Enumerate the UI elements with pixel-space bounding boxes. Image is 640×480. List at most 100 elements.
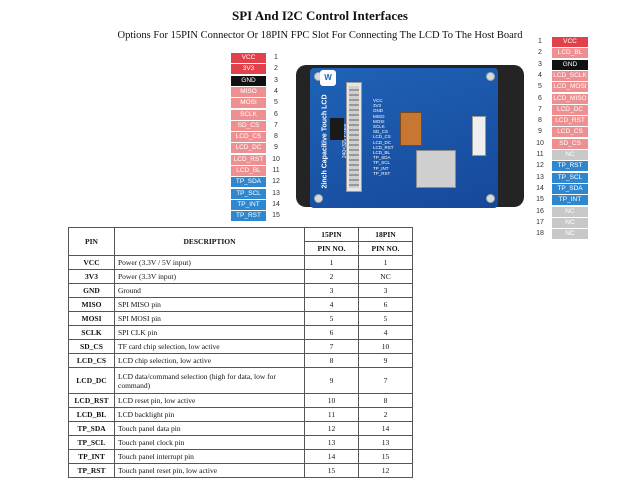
pin18-label: TP_INT <box>552 195 588 206</box>
15pin-number-cell: 4 <box>304 297 359 312</box>
pin15-label: TP_INT <box>231 199 266 210</box>
pin15-number: 15 <box>272 212 280 220</box>
pin-cell: LCD_BL <box>68 407 115 422</box>
pin18-label: TP_SCL <box>552 172 588 183</box>
pin18-label: LCD_MOSI <box>552 82 588 93</box>
silkscreen-label: TP_SDA <box>373 155 391 161</box>
silkscreen-label: MOSI <box>373 118 385 124</box>
silkscreen-label: LCD_RST <box>373 144 394 150</box>
description-cell: Power (3.3V input) <box>114 269 305 284</box>
silkscreen-label: GND <box>373 108 383 114</box>
pin-cell: TP_SDA <box>68 421 115 436</box>
pin18-label: TP_RST <box>552 161 588 172</box>
silkscreen-label: TP_SCL <box>373 160 391 166</box>
waveshare-logo-icon: W <box>320 70 336 86</box>
15pin-number-cell: 13 <box>304 435 359 450</box>
pin15-label: TP_SCL <box>231 188 266 199</box>
18pin-number-cell: 15 <box>358 449 413 464</box>
mount-hole <box>314 194 323 203</box>
pin15-label: GND <box>231 75 266 86</box>
pin15-label: MOSI <box>231 98 266 109</box>
pin18-label: SD_CS <box>552 138 588 149</box>
pin-cell: VCC <box>68 255 115 270</box>
pin15-label: 3V3 <box>231 64 266 75</box>
pin-cell: 3V3 <box>68 269 115 284</box>
description-cell: LCD reset pin, low active <box>114 393 305 408</box>
col-header-18pin-no: PIN NO. <box>358 241 413 256</box>
pin15-number: 8 <box>274 133 278 141</box>
pin18-number: 10 <box>536 139 544 147</box>
pin18-label: LCD_MISO <box>552 93 588 104</box>
18pin-number-cell: 1 <box>358 255 413 270</box>
pin15-number: 1 <box>274 54 278 61</box>
silkscreen-label: LCD_BL <box>373 150 391 155</box>
pin15-label: MISO <box>231 86 266 97</box>
description-cell: TF card chip selection, low active <box>114 339 305 354</box>
page-subtitle: Options For 15PIN Connector Or 18PIN FPC… <box>117 30 523 41</box>
18pin-number-cell: 7 <box>358 367 413 394</box>
description-cell: SPI CLK pin <box>114 325 305 340</box>
col-header-15pin-no: PIN NO. <box>304 241 359 256</box>
pin18-number: 15 <box>536 196 544 204</box>
pin18-number: 7 <box>538 105 542 113</box>
pin18-label: LCD_RST <box>552 116 588 127</box>
pin15-number: 10 <box>272 155 280 163</box>
pin15-label: SCLK <box>231 109 266 120</box>
pin18-number: 8 <box>538 117 542 125</box>
pin-cell: TP_INT <box>68 449 115 464</box>
pin-cell: TP_RST <box>68 463 115 478</box>
pin-cell: MISO <box>68 297 115 312</box>
pin18-number: 2 <box>538 49 542 57</box>
pin15-number: 13 <box>272 189 280 197</box>
pin15-label: VCC <box>231 53 266 63</box>
pin-cell: LCD_CS <box>68 353 115 368</box>
pin-cell: SD_CS <box>68 339 115 354</box>
col-header-description: DESCRIPTION <box>114 227 305 256</box>
silkscreen-label: SD_CS <box>373 129 389 135</box>
15pin-number-cell: 6 <box>304 325 359 340</box>
mount-hole <box>486 194 495 203</box>
18pin-number-cell: 8 <box>358 393 413 408</box>
15pin-number-cell: 9 <box>304 367 359 394</box>
pin15-label: TP_RST <box>231 211 266 222</box>
silkscreen-label: MISO <box>373 113 385 119</box>
pin18-number: 6 <box>538 94 542 102</box>
18pin-number-cell: NC <box>358 269 413 284</box>
col-header-18pin: 18PIN <box>358 227 413 242</box>
18pin-number-cell: 9 <box>358 353 413 368</box>
15pin-number-cell: 8 <box>304 353 359 368</box>
description-cell: Power (3.3V / 5V input) <box>114 255 305 270</box>
pin15-number: 11 <box>272 167 280 174</box>
chip-icon <box>330 118 344 140</box>
description-cell: Touch panel data pin <box>114 421 305 436</box>
pin-cell: GND <box>68 283 115 298</box>
pin18-label: NC <box>552 229 588 240</box>
pin18-number: 17 <box>536 218 544 226</box>
pin18-number: 11 <box>536 151 544 158</box>
description-cell: LCD data/command selection (high for dat… <box>114 367 305 394</box>
15pin-number-cell: 1 <box>304 255 359 270</box>
description-cell: Ground <box>114 283 305 298</box>
pin15-number: 6 <box>274 110 278 118</box>
pin18-label: TP_SDA <box>552 183 588 194</box>
board-name: 2inch Capacitive Touch LCD <box>321 94 329 189</box>
pin18-number: 1 <box>538 38 542 45</box>
pin18-number: 18 <box>536 230 544 238</box>
pin18-label: NC <box>552 150 588 160</box>
pin18-number: 13 <box>536 173 544 181</box>
silkscreen-label: TP_INT <box>373 165 389 171</box>
18pin-number-cell: 2 <box>358 407 413 422</box>
pin-cell: MOSI <box>68 311 115 326</box>
15pin-number-cell: 7 <box>304 339 359 354</box>
